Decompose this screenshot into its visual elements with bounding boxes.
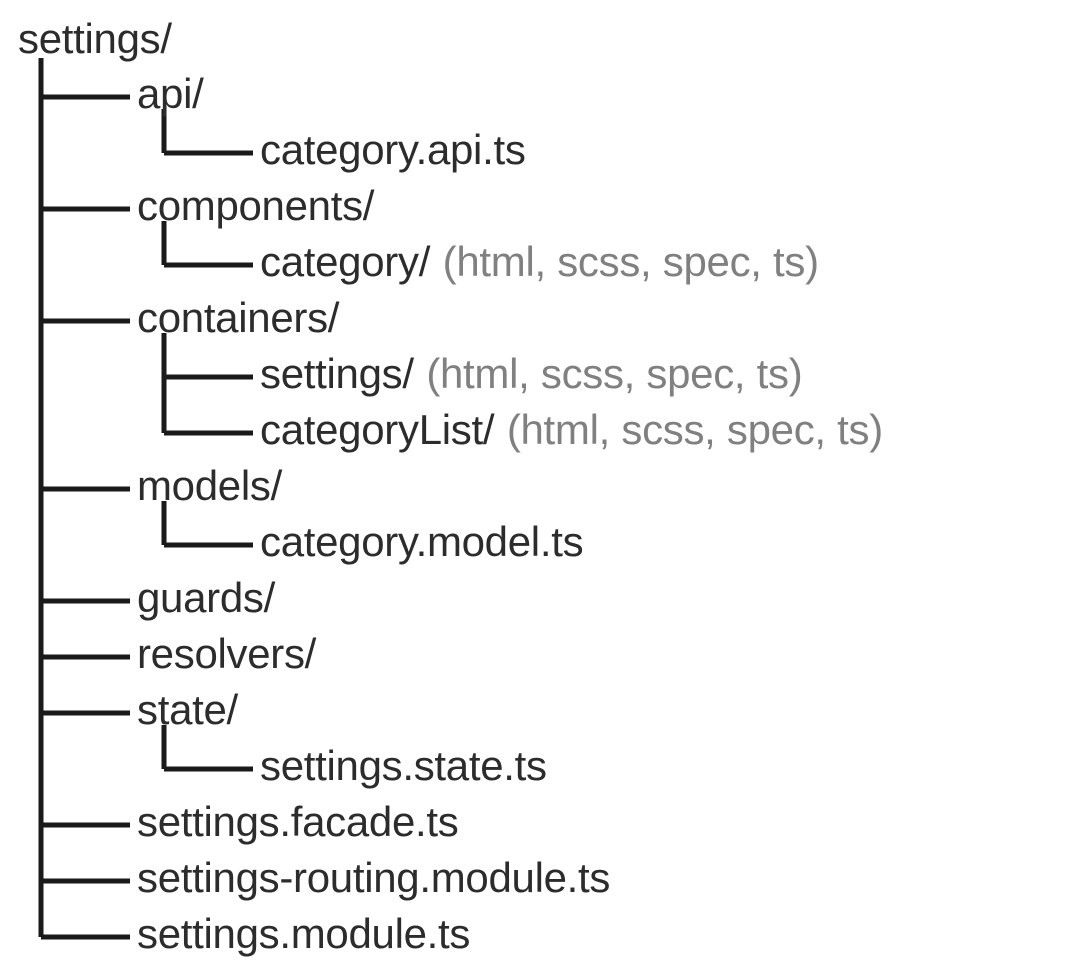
- tree-node-row[interactable]: state/: [137, 682, 238, 738]
- file-extensions-annotation: (html, scss, spec, ts): [442, 238, 819, 285]
- tree-node-row[interactable]: guards/: [137, 570, 275, 626]
- folder-name: components/: [137, 182, 375, 229]
- folder-name: categoryList/: [260, 406, 495, 453]
- tree-node-row[interactable]: categoryList/(html, scss, spec, ts): [260, 402, 883, 458]
- tree-node-row[interactable]: settings.facade.ts: [137, 794, 459, 850]
- tree-node-row[interactable]: settings.module.ts: [137, 906, 470, 962]
- tree-node-row[interactable]: resolvers/: [137, 626, 316, 682]
- file-extensions-annotation: (html, scss, spec, ts): [506, 406, 883, 453]
- tree-node-row[interactable]: category/(html, scss, spec, ts): [260, 234, 819, 290]
- folder-name: state/: [137, 686, 238, 733]
- folder-name: settings/: [18, 15, 172, 62]
- tree-node-row[interactable]: category.model.ts: [260, 514, 584, 570]
- file-name: settings-routing.module.ts: [137, 854, 611, 901]
- folder-name: settings/: [260, 350, 414, 397]
- tree-node-row[interactable]: models/: [137, 458, 282, 514]
- folder-name: guards/: [137, 574, 275, 621]
- tree-node-row[interactable]: components/: [137, 178, 374, 234]
- tree-node-row[interactable]: settings-routing.module.ts: [137, 850, 610, 906]
- file-extensions-annotation: (html, scss, spec, ts): [426, 350, 803, 397]
- tree-root-label[interactable]: settings/: [18, 11, 172, 67]
- folder-name: api/: [137, 70, 204, 117]
- folder-name: resolvers/: [137, 630, 317, 677]
- folder-name: category/: [260, 238, 431, 285]
- file-name: settings.state.ts: [260, 742, 547, 789]
- tree-node-row[interactable]: api/: [137, 66, 204, 122]
- tree-node-row[interactable]: containers/: [137, 290, 339, 346]
- folder-name: containers/: [137, 294, 340, 341]
- tree-node-row[interactable]: category.api.ts: [260, 122, 526, 178]
- file-name: category.api.ts: [260, 126, 526, 173]
- file-name: settings.module.ts: [137, 910, 471, 957]
- tree-node-row[interactable]: settings.state.ts: [260, 738, 547, 794]
- file-name: settings.facade.ts: [137, 798, 459, 845]
- tree-node-row[interactable]: settings/ (html, scss, spec, ts): [260, 346, 803, 402]
- folder-name: models/: [137, 462, 282, 509]
- file-name: category.model.ts: [260, 518, 584, 565]
